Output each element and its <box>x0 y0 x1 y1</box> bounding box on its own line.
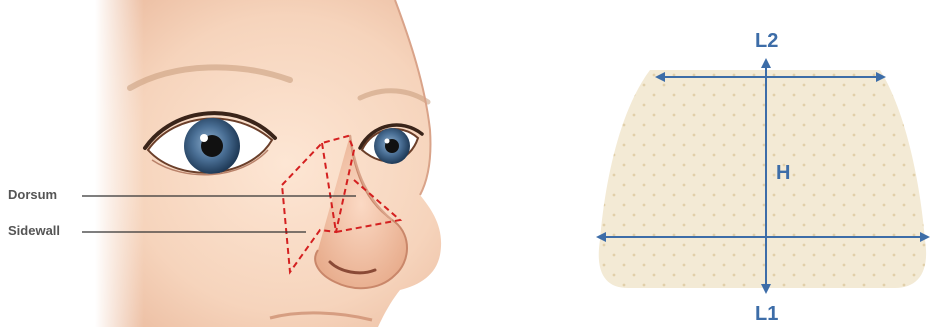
face-illustration <box>95 0 441 327</box>
implant-diagram <box>598 60 928 292</box>
h-label: H <box>776 162 790 184</box>
l1-label: L1 <box>755 303 778 325</box>
dorsum-label: Dorsum <box>8 188 57 202</box>
l2-label: L2 <box>755 30 778 52</box>
sidewall-label: Sidewall <box>8 224 60 238</box>
